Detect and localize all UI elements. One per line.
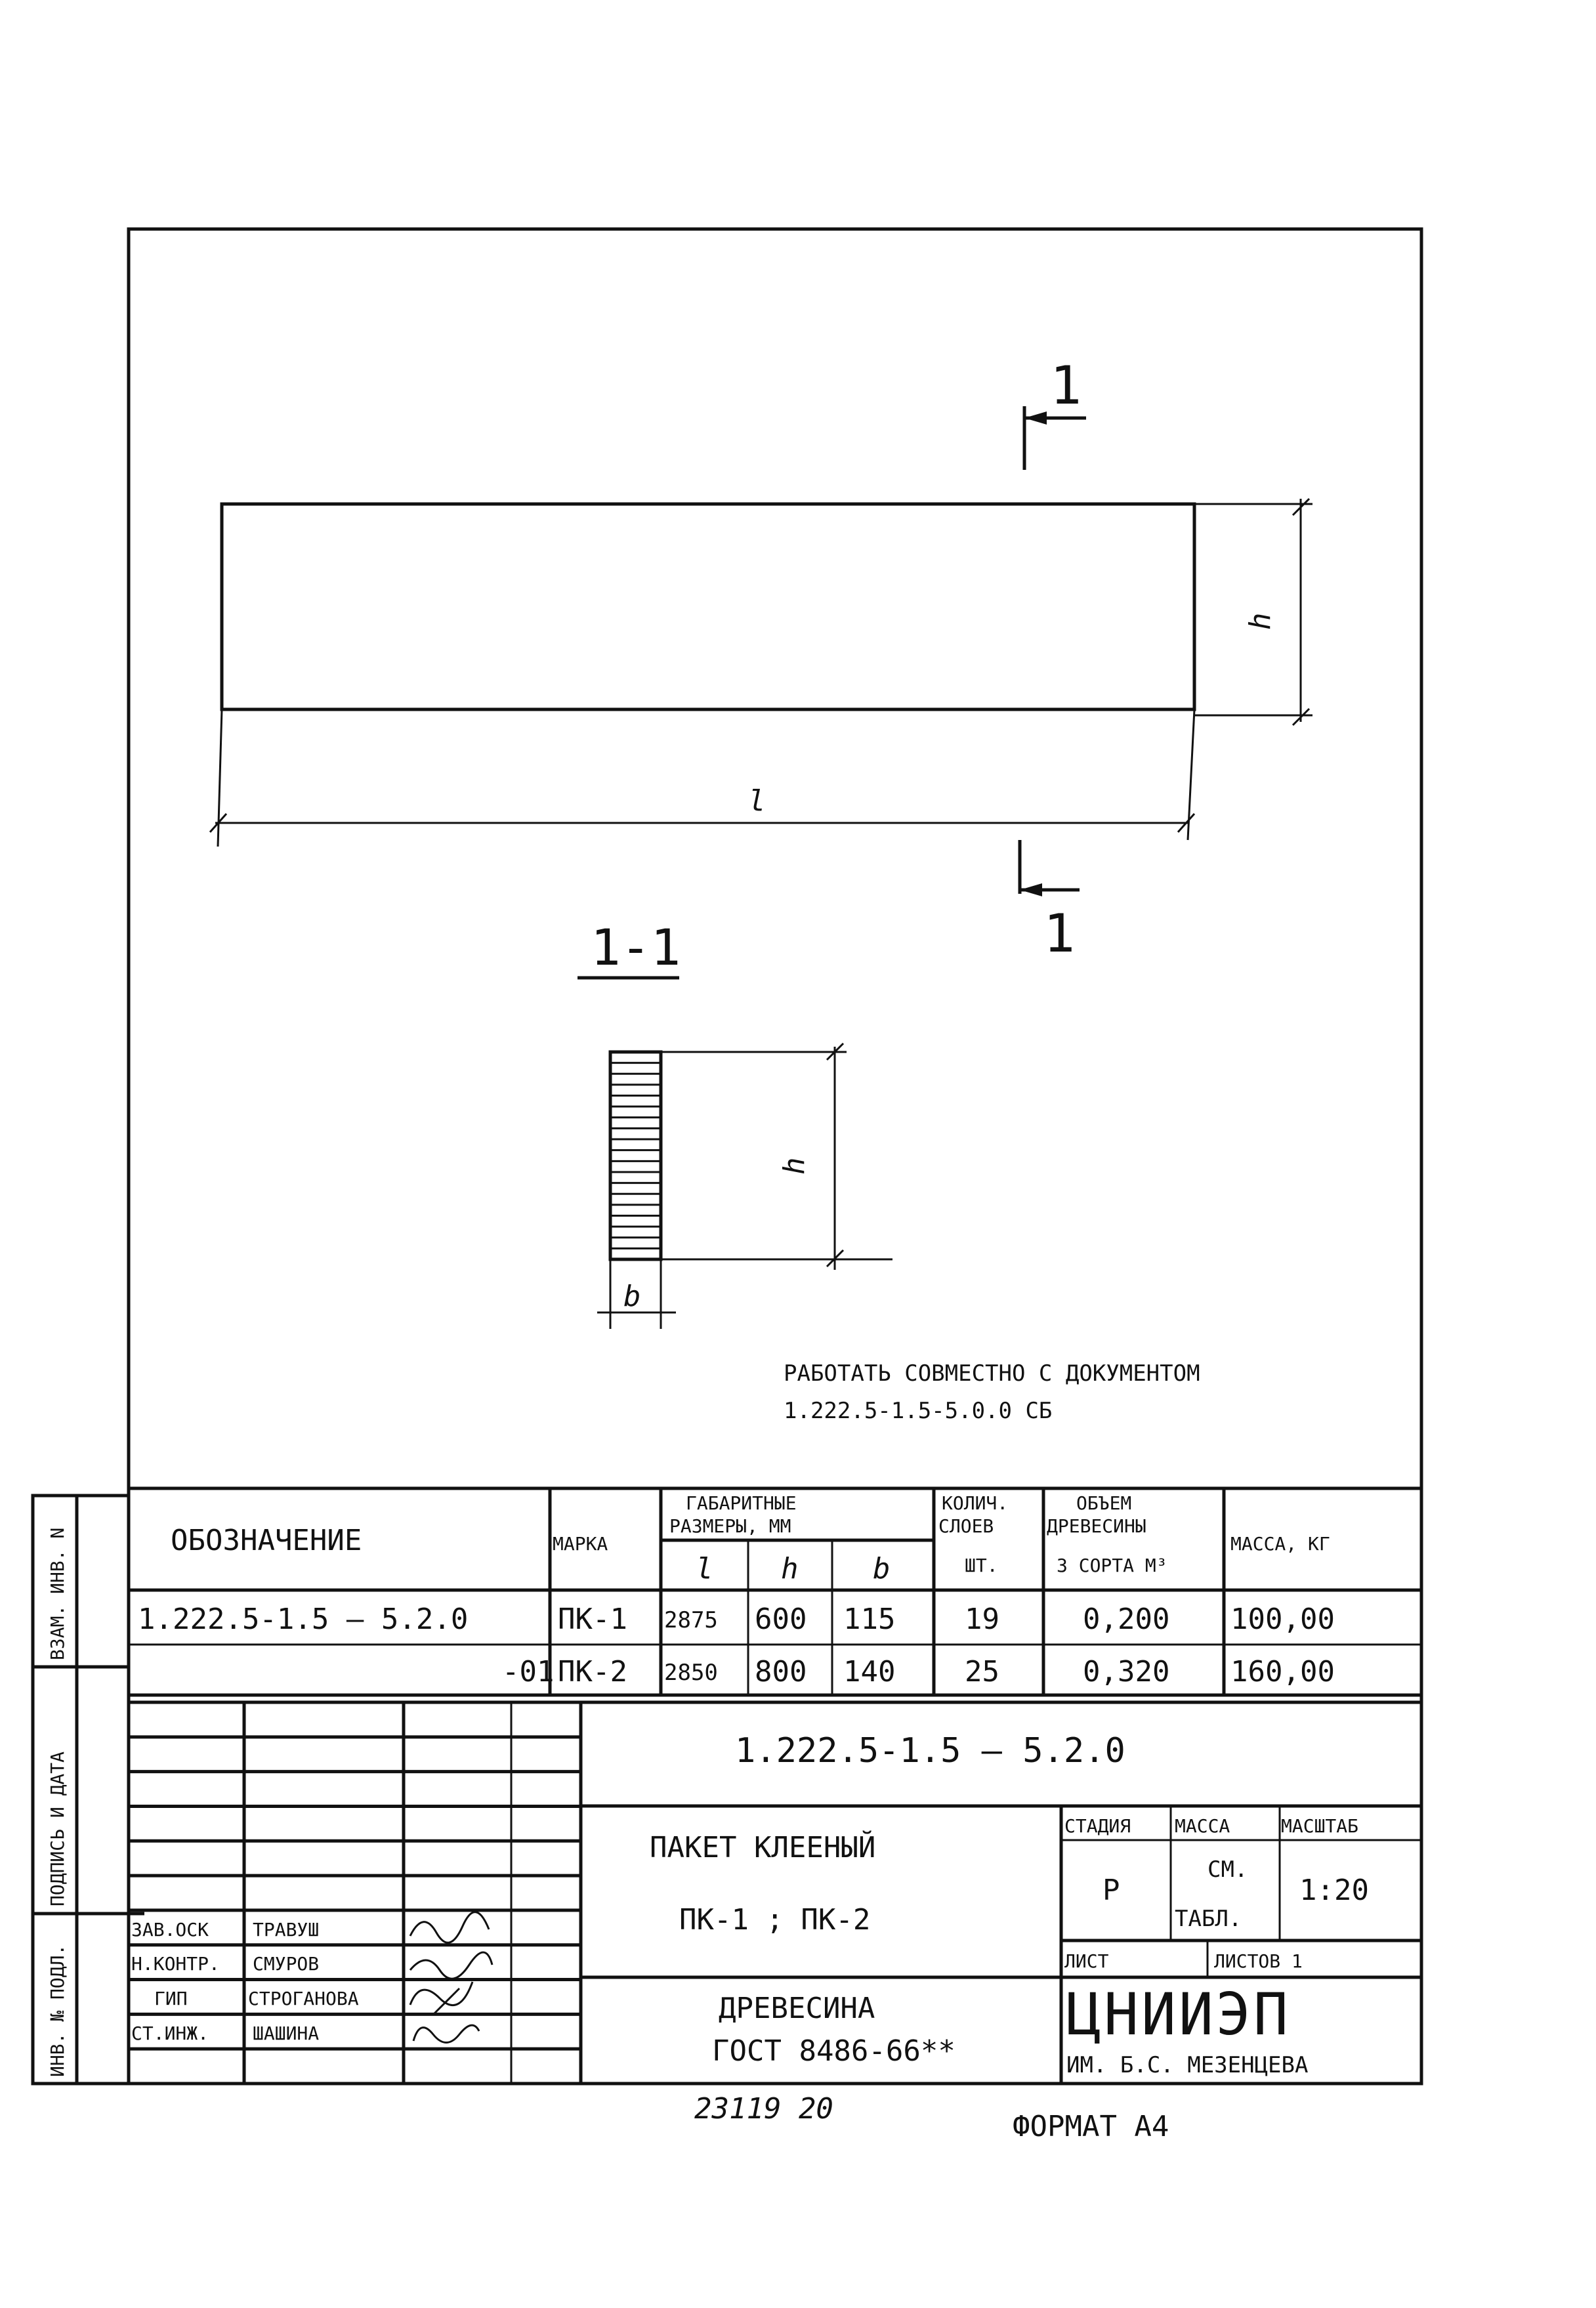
specification-table: ОБОЗНАЧЕНИЕ МАРКА ГАБАРИТНЫЕ РАЗМЕРЫ, ММ… [129, 1486, 1421, 1704]
header-h: h [781, 1552, 799, 1585]
inv-orig-label: ИНВ. № ПОДЛ. [47, 1944, 68, 2077]
header-mass: МАССА, КГ [1230, 1533, 1330, 1555]
cell-l: 2875 [664, 1607, 718, 1633]
cell-b: 115 [843, 1603, 895, 1636]
cell-b: 140 [843, 1655, 895, 1689]
side-strip: ИНВ. № ПОДЛ. ПОДПИСЬ И ДАТА ВЗАМ. ИНВ. N [31, 1494, 144, 2086]
section-outline [608, 1050, 663, 1261]
header-dims-2: РАЗМЕРЫ, ММ [669, 1515, 791, 1537]
product-name: ПАКЕТ КЛЕЕНЫЙ [650, 1830, 875, 1864]
cell-layers: 19 [965, 1603, 999, 1636]
header-volume-3: 3 СОРТА М³ [1057, 1555, 1167, 1576]
cell-mass: 100,00 [1230, 1603, 1335, 1636]
cell-mark: ПК-1 [558, 1603, 627, 1636]
signer-row: Н.КОНТР. СМУРОВ [131, 1953, 319, 1975]
header-dims-1: ГАБАРИТНЫЕ [686, 1492, 797, 1514]
signer-row: СТ.ИНЖ. ШАШИНА [131, 2023, 319, 2044]
plan-view: h l 1 1 [209, 355, 1312, 964]
section-mark-bottom: 1 [1043, 903, 1075, 964]
drawing-frame [127, 227, 1423, 2086]
stage-label: СТАДИЯ [1064, 1815, 1131, 1837]
scale-label: МАСШТАБ [1281, 1815, 1358, 1837]
cell-h: 800 [755, 1655, 807, 1689]
height-label: h [1244, 613, 1277, 631]
lamination-hatching [610, 1062, 661, 1249]
signer-name: ШАШИНА [253, 2023, 319, 2044]
header-layers-1: КОЛИЧ. [942, 1492, 1008, 1514]
section-title: 1-1 [591, 918, 681, 976]
cell-volume: 0,320 [1083, 1655, 1169, 1689]
mass-label: МАССА [1175, 1815, 1230, 1837]
header-mark: МАРКА [553, 1533, 608, 1555]
sheet-format: ФОРМАТ А4 [1013, 2110, 1169, 2143]
header-volume-2: ДРЕВЕСИНЫ [1047, 1515, 1146, 1537]
signature-grid [129, 1735, 581, 2051]
document-code: 1.222.5-1.5 – 5.2.0 [735, 1731, 1125, 1771]
signer-row: ЗАВ.ОСК ТРАВУШ [131, 1919, 319, 1941]
scale-value: 1:20 [1299, 1874, 1369, 1907]
mass-value-2: ТАБЛ. [1175, 1906, 1242, 1932]
sheets-label: ЛИСТОВ 1 [1214, 1950, 1303, 1972]
header-layers-unit: ШТ. [965, 1555, 998, 1576]
replaced-inv-label: ВЗАМ. ИНВ. N [47, 1528, 68, 1660]
cell-mark: ПК-2 [558, 1655, 627, 1689]
length-label: l [748, 784, 766, 818]
material-standard: ГОСТ 8486-66** [712, 2034, 956, 2068]
header-layers-2: СЛОЕВ [938, 1515, 994, 1537]
signer-name: СМУРОВ [253, 1953, 319, 1975]
mass-value-1: СМ. [1208, 1857, 1248, 1883]
org-name: ИМ. Б.С. МЕЗЕНЦЕВА [1066, 2052, 1308, 2078]
signature-date-label: ПОДПИСЬ И ДАТА [47, 1752, 68, 1906]
section-view: 1-1 h b [578, 918, 892, 1329]
note-line-1: РАБОТАТЬ СОВМЕСТНО С ДОКУМЕНТОМ [784, 1360, 1200, 1387]
signer-row: ГИП СТРОГАНОВА [154, 1988, 359, 2009]
product-marks: ПК-1 ; ПК-2 [679, 1903, 870, 1937]
header-volume-1: ОБЪЕМ [1076, 1492, 1131, 1514]
stage-value: Р [1102, 1874, 1120, 1907]
signer-name: СТРОГАНОВА [248, 1988, 359, 2009]
cell-mass: 160,00 [1230, 1655, 1335, 1689]
table-row: 1.222.5-1.5 – 5.2.0 ПК-1 2875 600 115 19… [138, 1603, 1335, 1636]
title-block: 1.222.5-1.5 – 5.2.0 ПАКЕТ КЛЕЕНЫЙ ПК-1 ;… [129, 1702, 1421, 2084]
section-width-label: b [623, 1280, 641, 1313]
header-b: b [873, 1552, 891, 1585]
beam-outline [220, 502, 1196, 711]
header-l: l [696, 1552, 713, 1585]
header-designation: ОБОЗНАЧЕНИЕ [171, 1524, 362, 1557]
signer-name: ТРАВУШ [253, 1919, 319, 1941]
cell-layers: 25 [965, 1655, 999, 1689]
signer-role: ГИП [154, 1988, 188, 2009]
org-logo: ЦНИИЭП [1066, 1981, 1291, 2048]
section-mark-top: 1 [1050, 355, 1082, 416]
signer-role: Н.КОНТР. [131, 1953, 220, 1975]
handwritten-signatures [409, 1911, 494, 2044]
signer-role: СТ.ИНЖ. [131, 2023, 209, 2044]
cell-h: 600 [755, 1603, 807, 1636]
section-height-label: h [778, 1158, 811, 1175]
sheet-label: ЛИСТ [1064, 1950, 1109, 1972]
table-row: -01 ПК-2 2850 800 140 25 0,320 160,00 [502, 1655, 1335, 1689]
cell-designation: -01 [502, 1655, 554, 1689]
signer-role: ЗАВ.ОСК [131, 1919, 209, 1941]
cell-designation: 1.222.5-1.5 – 5.2.0 [138, 1603, 468, 1636]
archive-number: 23119 20 [694, 2092, 833, 2126]
material: ДРЕВЕСИНА [719, 1992, 875, 2025]
note-line-2: 1.222.5-1.5-5.0.0 СБ [784, 1398, 1052, 1424]
cell-volume: 0,200 [1083, 1603, 1169, 1636]
cell-l: 2850 [664, 1660, 718, 1686]
